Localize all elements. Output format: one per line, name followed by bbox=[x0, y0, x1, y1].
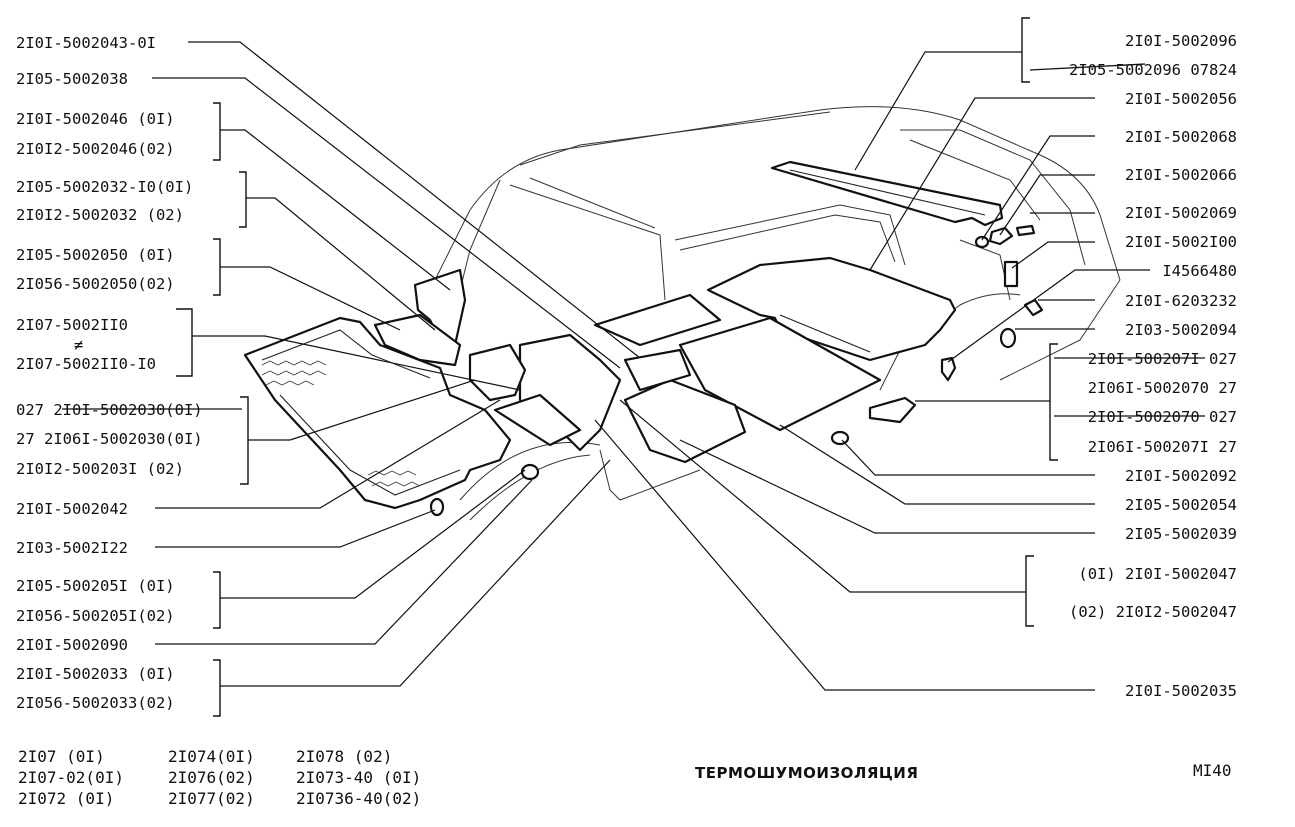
left-label: 2I0I-5002042 bbox=[16, 500, 128, 518]
right-label: 2I0I-5002070 027 bbox=[1088, 408, 1237, 426]
right-label: 2I0I-500207I 027 bbox=[1088, 350, 1237, 368]
right-labels: 2I0I-5002096 2I05-5002096 07824 2I0I-500… bbox=[1029, 32, 1237, 700]
pad-5002100 bbox=[1003, 260, 1019, 288]
right-label: 2I0I-5002035 bbox=[1125, 682, 1237, 700]
left-label: 2I0I-5002046 (0I) bbox=[16, 110, 175, 128]
model-row: 2I077(02) bbox=[168, 789, 255, 808]
mat-texture-2 bbox=[367, 470, 421, 487]
right-label: 2I0I-5002069 bbox=[1125, 204, 1237, 222]
left-label: 2I0I2-5002032 (02) bbox=[16, 206, 184, 224]
mat-texture-1 bbox=[261, 360, 327, 386]
left-label: 2I0I2-5002046(02) bbox=[16, 140, 175, 158]
right-label: 2I05-5002096 07824 bbox=[1069, 61, 1237, 79]
model-row: 2I07 (0I) bbox=[18, 747, 105, 766]
right-label: 2I06I-5002070 27 bbox=[1088, 379, 1237, 397]
left-label: 2I056-500205I(02) bbox=[16, 607, 175, 625]
left-label: 2I0I2-500203I (02) bbox=[16, 460, 184, 478]
grommet-5002094 bbox=[999, 327, 1017, 349]
pad-5002069 bbox=[1015, 224, 1036, 237]
rear-shelf-panel bbox=[770, 160, 1004, 227]
left-leaders bbox=[152, 41, 641, 687]
plug-5002090 bbox=[520, 463, 540, 481]
rear-floor-carpet bbox=[706, 256, 957, 362]
model-row: 2I0736-40(02) bbox=[296, 789, 421, 808]
right-label: 2I0I-5002068 bbox=[1125, 128, 1237, 146]
dash-insulation-2 bbox=[468, 343, 527, 402]
left-label: 2I0I-5002090 bbox=[16, 636, 128, 654]
left-label: 2I056-5002050(02) bbox=[16, 275, 175, 293]
left-label: 2I05-5002050 (0I) bbox=[16, 246, 175, 264]
strike-through bbox=[1029, 63, 1146, 71]
left-label: 2I0I-5002043-0I bbox=[16, 34, 156, 52]
right-label: I4566480 bbox=[1162, 262, 1237, 280]
right-label: 2I06I-500207I 27 bbox=[1088, 438, 1237, 456]
model-row: 2I07-02(0I) bbox=[18, 768, 124, 787]
left-label: 2I03-5002I22 bbox=[16, 539, 128, 557]
left-label: 2I07-5002II0 bbox=[16, 316, 128, 334]
right-label: 2I05-5002039 bbox=[1125, 525, 1237, 543]
model-row: 2I074(0I) bbox=[168, 747, 255, 766]
front-pad-5002050 bbox=[373, 313, 462, 367]
insulation-parts bbox=[243, 160, 1044, 517]
right-label: 2I05-5002054 bbox=[1125, 496, 1237, 514]
front-pad-5002054 bbox=[493, 393, 582, 447]
plug-5002092 bbox=[830, 430, 850, 446]
right-label: 2I0I-5002066 bbox=[1125, 166, 1237, 184]
right-label: (02) 2I0I2-5002047 bbox=[1069, 603, 1237, 621]
model-row: 2I076(02) bbox=[168, 768, 255, 787]
pad-5002066 bbox=[988, 226, 1014, 246]
right-label: 2I0I-5002I00 bbox=[1125, 233, 1237, 251]
left-label: 2I0I-5002033 (0I) bbox=[16, 665, 175, 683]
front-floor-mat bbox=[243, 316, 512, 510]
right-label: (0I) 2I0I-5002047 bbox=[1078, 565, 1237, 583]
page-title: ТЕРМОШУМОИЗОЛЯЦИЯ bbox=[695, 764, 918, 782]
clip-4566480 bbox=[940, 356, 957, 382]
clip-5002122 bbox=[429, 497, 445, 517]
left-label: 2I05-500205I (0I) bbox=[16, 577, 175, 595]
right-label: 2I0I-5002092 bbox=[1125, 467, 1237, 485]
car-body-outline bbox=[429, 106, 1121, 521]
left-label: 2I05-5002032-I0(0I) bbox=[16, 178, 193, 196]
left-label: 2I056-5002033(02) bbox=[16, 694, 175, 712]
right-label: 2I0I-5002096 bbox=[1125, 32, 1237, 50]
floor-piece-5002039 bbox=[623, 348, 692, 392]
rear-seat-pad bbox=[868, 396, 917, 424]
left-label: 27 2I06I-5002030(0I) bbox=[16, 430, 203, 448]
model-row: 2I072 (0I) bbox=[18, 789, 114, 808]
page-code: МI40 bbox=[1193, 761, 1232, 780]
left-label: ≠ bbox=[74, 336, 83, 354]
right-label: 2I0I-5002056 bbox=[1125, 90, 1237, 108]
left-label: 027 2I0I-5002030(0I) bbox=[16, 401, 203, 419]
grommet-6203232 bbox=[1023, 298, 1044, 317]
model-row: 2I073-40 (0I) bbox=[296, 768, 421, 787]
left-label: 2I05-5002038 bbox=[16, 70, 128, 88]
left-labels: 2I0I-5002043-0I 2I05-5002038 2I0I-500204… bbox=[16, 34, 242, 712]
footer-models: 2I07 (0I) 2I07-02(0I) 2I072 (0I) 2I074(0… bbox=[18, 747, 421, 808]
right-leaders bbox=[594, 51, 1150, 691]
right-label: 2I0I-6203232 bbox=[1125, 292, 1237, 310]
right-brackets bbox=[1021, 17, 1058, 627]
right-label: 2I03-5002094 bbox=[1125, 321, 1237, 339]
model-row: 2I078 (02) bbox=[296, 747, 392, 766]
left-label: 2I07-5002II0-I0 bbox=[16, 355, 156, 373]
centre-side-panel bbox=[593, 293, 722, 347]
clip-5002068 bbox=[974, 235, 990, 249]
